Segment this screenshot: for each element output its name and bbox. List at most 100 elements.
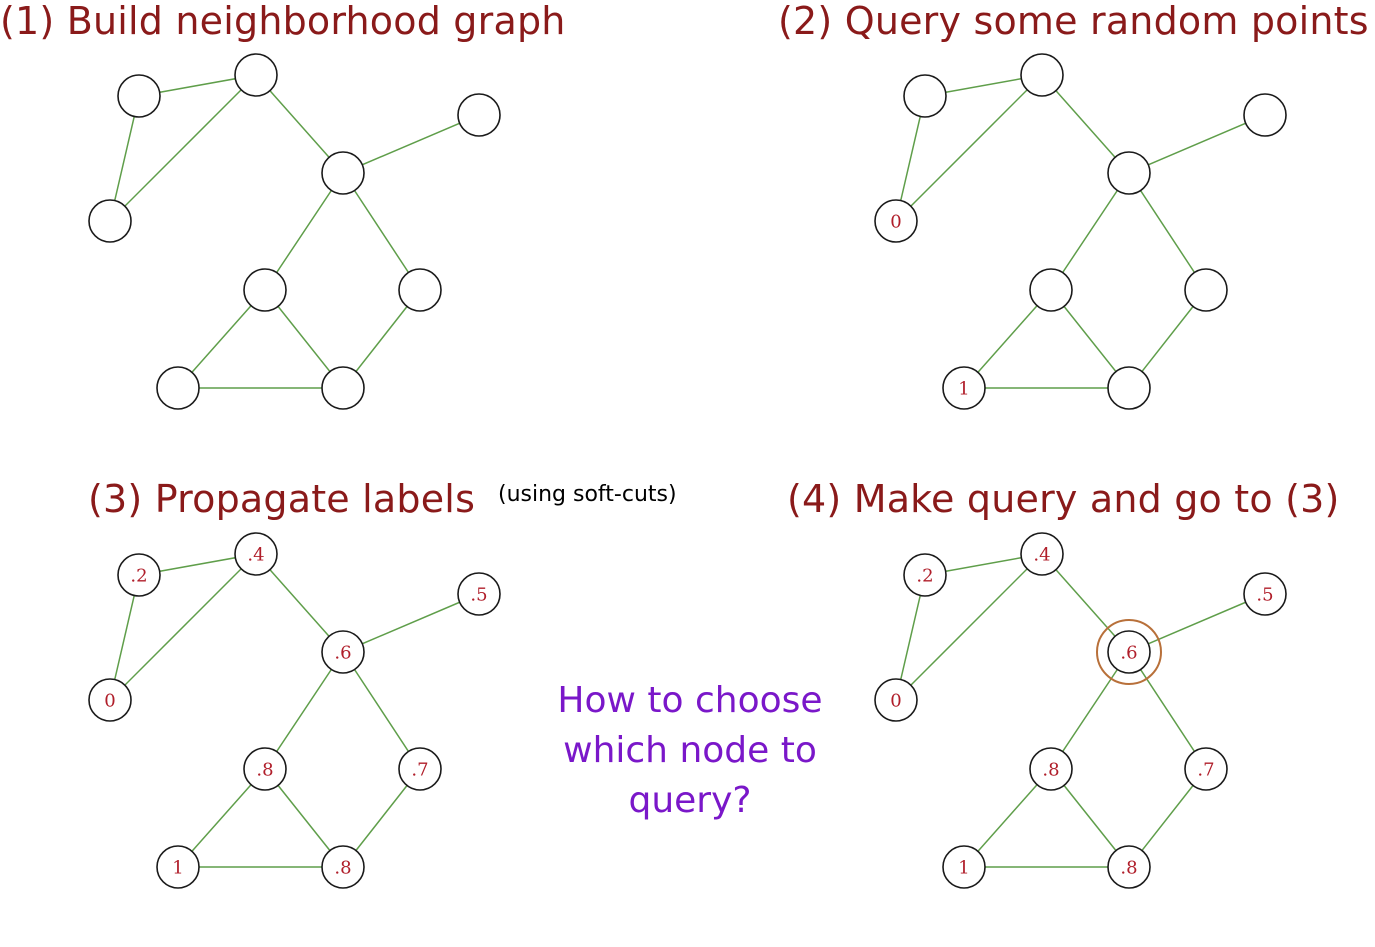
graph-node-label: .2: [130, 566, 147, 587]
graph-node: 1: [156, 845, 200, 889]
graph-edge: [342, 114, 480, 174]
graph-edge: [264, 651, 344, 770]
query-highlight-ring: [1096, 619, 1162, 685]
graph-node: [321, 366, 365, 410]
graph-node: [88, 199, 132, 243]
graph-edge: [963, 289, 1052, 389]
graph-edge: [255, 553, 344, 653]
graph-node: .4: [234, 532, 278, 576]
graph-edge: [1128, 651, 1207, 770]
graph-node: .8: [243, 747, 287, 791]
graph-node-circle: [88, 199, 132, 243]
graph-node-circle: [156, 366, 200, 410]
graph-edge: [1128, 172, 1207, 291]
neighborhood-graph-panel-2: 01: [874, 53, 1287, 410]
graph-node-label: .7: [1197, 760, 1214, 781]
graph-node-label: .8: [1120, 858, 1137, 879]
graph-edge: [1128, 593, 1266, 653]
graph-node-circle: [457, 572, 501, 616]
graph-node: 0: [88, 678, 132, 722]
graph-node: [321, 151, 365, 195]
graph-node-label: .5: [1256, 585, 1273, 606]
graph-node-circle: [117, 553, 161, 597]
panel-3-subtitle: (using soft-cuts): [498, 482, 677, 507]
graph-node-circle: [1020, 53, 1064, 97]
graph-edge: [895, 74, 1043, 222]
graph-node-circle: [321, 630, 365, 674]
graph-node-label: 0: [104, 691, 115, 712]
graph-node-label: .6: [1120, 643, 1137, 664]
graph-node-circle: [1184, 268, 1228, 312]
graph-node-circle: [234, 53, 278, 97]
graph-edge: [1041, 74, 1130, 174]
graph-node: [156, 366, 200, 410]
graph-node: .2: [903, 553, 947, 597]
graph-node-label: 1: [172, 858, 183, 879]
graph-edge: [109, 553, 257, 701]
graph-edge: [1041, 553, 1130, 653]
graph-node-circle: [903, 74, 947, 118]
graph-node-circle: [942, 366, 986, 410]
graph-edges: [109, 553, 480, 868]
graph-node-circle: [243, 747, 287, 791]
graph-node: [1184, 268, 1228, 312]
panel-4-title: (4) Make query and go to (3): [787, 477, 1340, 521]
graph-node: .8: [321, 845, 365, 889]
graph-node: [1107, 151, 1151, 195]
query-selection-callout: How to choose which node to query?: [530, 676, 850, 826]
graph-node-circle: [1029, 747, 1073, 791]
graph-node-circle: [321, 151, 365, 195]
graph-node-circle: [874, 199, 918, 243]
graph-node-label: .4: [1033, 545, 1050, 566]
graph-node-circle: [1107, 845, 1151, 889]
callout-line-3: query?: [628, 780, 752, 821]
panel-1-title: (1) Build neighborhood graph: [0, 0, 566, 43]
graph-edge: [177, 768, 266, 868]
graph-node: .2: [117, 553, 161, 597]
graph-node-label: 0: [890, 691, 901, 712]
graph-edges: [109, 74, 480, 389]
graph-node-label: .8: [256, 760, 273, 781]
graph-node-circle: [398, 268, 442, 312]
graph-node: [117, 74, 161, 118]
panel-3-title: (3) Propagate labels: [88, 477, 476, 521]
graph-node: [243, 268, 287, 312]
graph-node-label: .2: [916, 566, 933, 587]
graph-node-circle: [117, 74, 161, 118]
graph-edge: [109, 74, 257, 222]
graph-node-label: 1: [958, 379, 969, 400]
graph-node: 1: [942, 845, 986, 889]
graph-edge: [342, 651, 421, 770]
graph-node: 1: [942, 366, 986, 410]
callout-line-1: How to choose: [557, 680, 823, 721]
graph-node-circle: [1020, 532, 1064, 576]
graph-node: [1020, 53, 1064, 97]
graph-node-circle: [903, 553, 947, 597]
graph-edge: [342, 172, 421, 291]
graph-edge: [895, 553, 1043, 701]
graph-node-circle: [1107, 366, 1151, 410]
graph-node-circle: [1107, 151, 1151, 195]
neighborhood-graph-panel-1: [88, 53, 501, 410]
graph-edge: [1128, 114, 1266, 174]
graph-node: 0: [874, 199, 918, 243]
graph-edge: [342, 593, 480, 653]
graph-node: .5: [457, 572, 501, 616]
graph-node-circle: [457, 93, 501, 137]
graph-node-label: .7: [411, 760, 428, 781]
graph-node: .4: [1020, 532, 1064, 576]
graph-node-circle: [1243, 572, 1287, 616]
graph-node: [903, 74, 947, 118]
graph-edge: [963, 768, 1052, 868]
graph-node-circle: [942, 845, 986, 889]
graph-node: .8: [1029, 747, 1073, 791]
graph-node: [457, 93, 501, 137]
neighborhood-graph-panel-3: .2.40.5.6.8.71.8: [88, 532, 501, 889]
graph-node: .7: [1184, 747, 1228, 791]
graph-node: [234, 53, 278, 97]
graph-node-circle: [1107, 630, 1151, 674]
graph-node-circle: [321, 845, 365, 889]
graph-node-circle: [874, 678, 918, 722]
graph-node-label: 1: [958, 858, 969, 879]
graph-edges: [895, 553, 1266, 868]
